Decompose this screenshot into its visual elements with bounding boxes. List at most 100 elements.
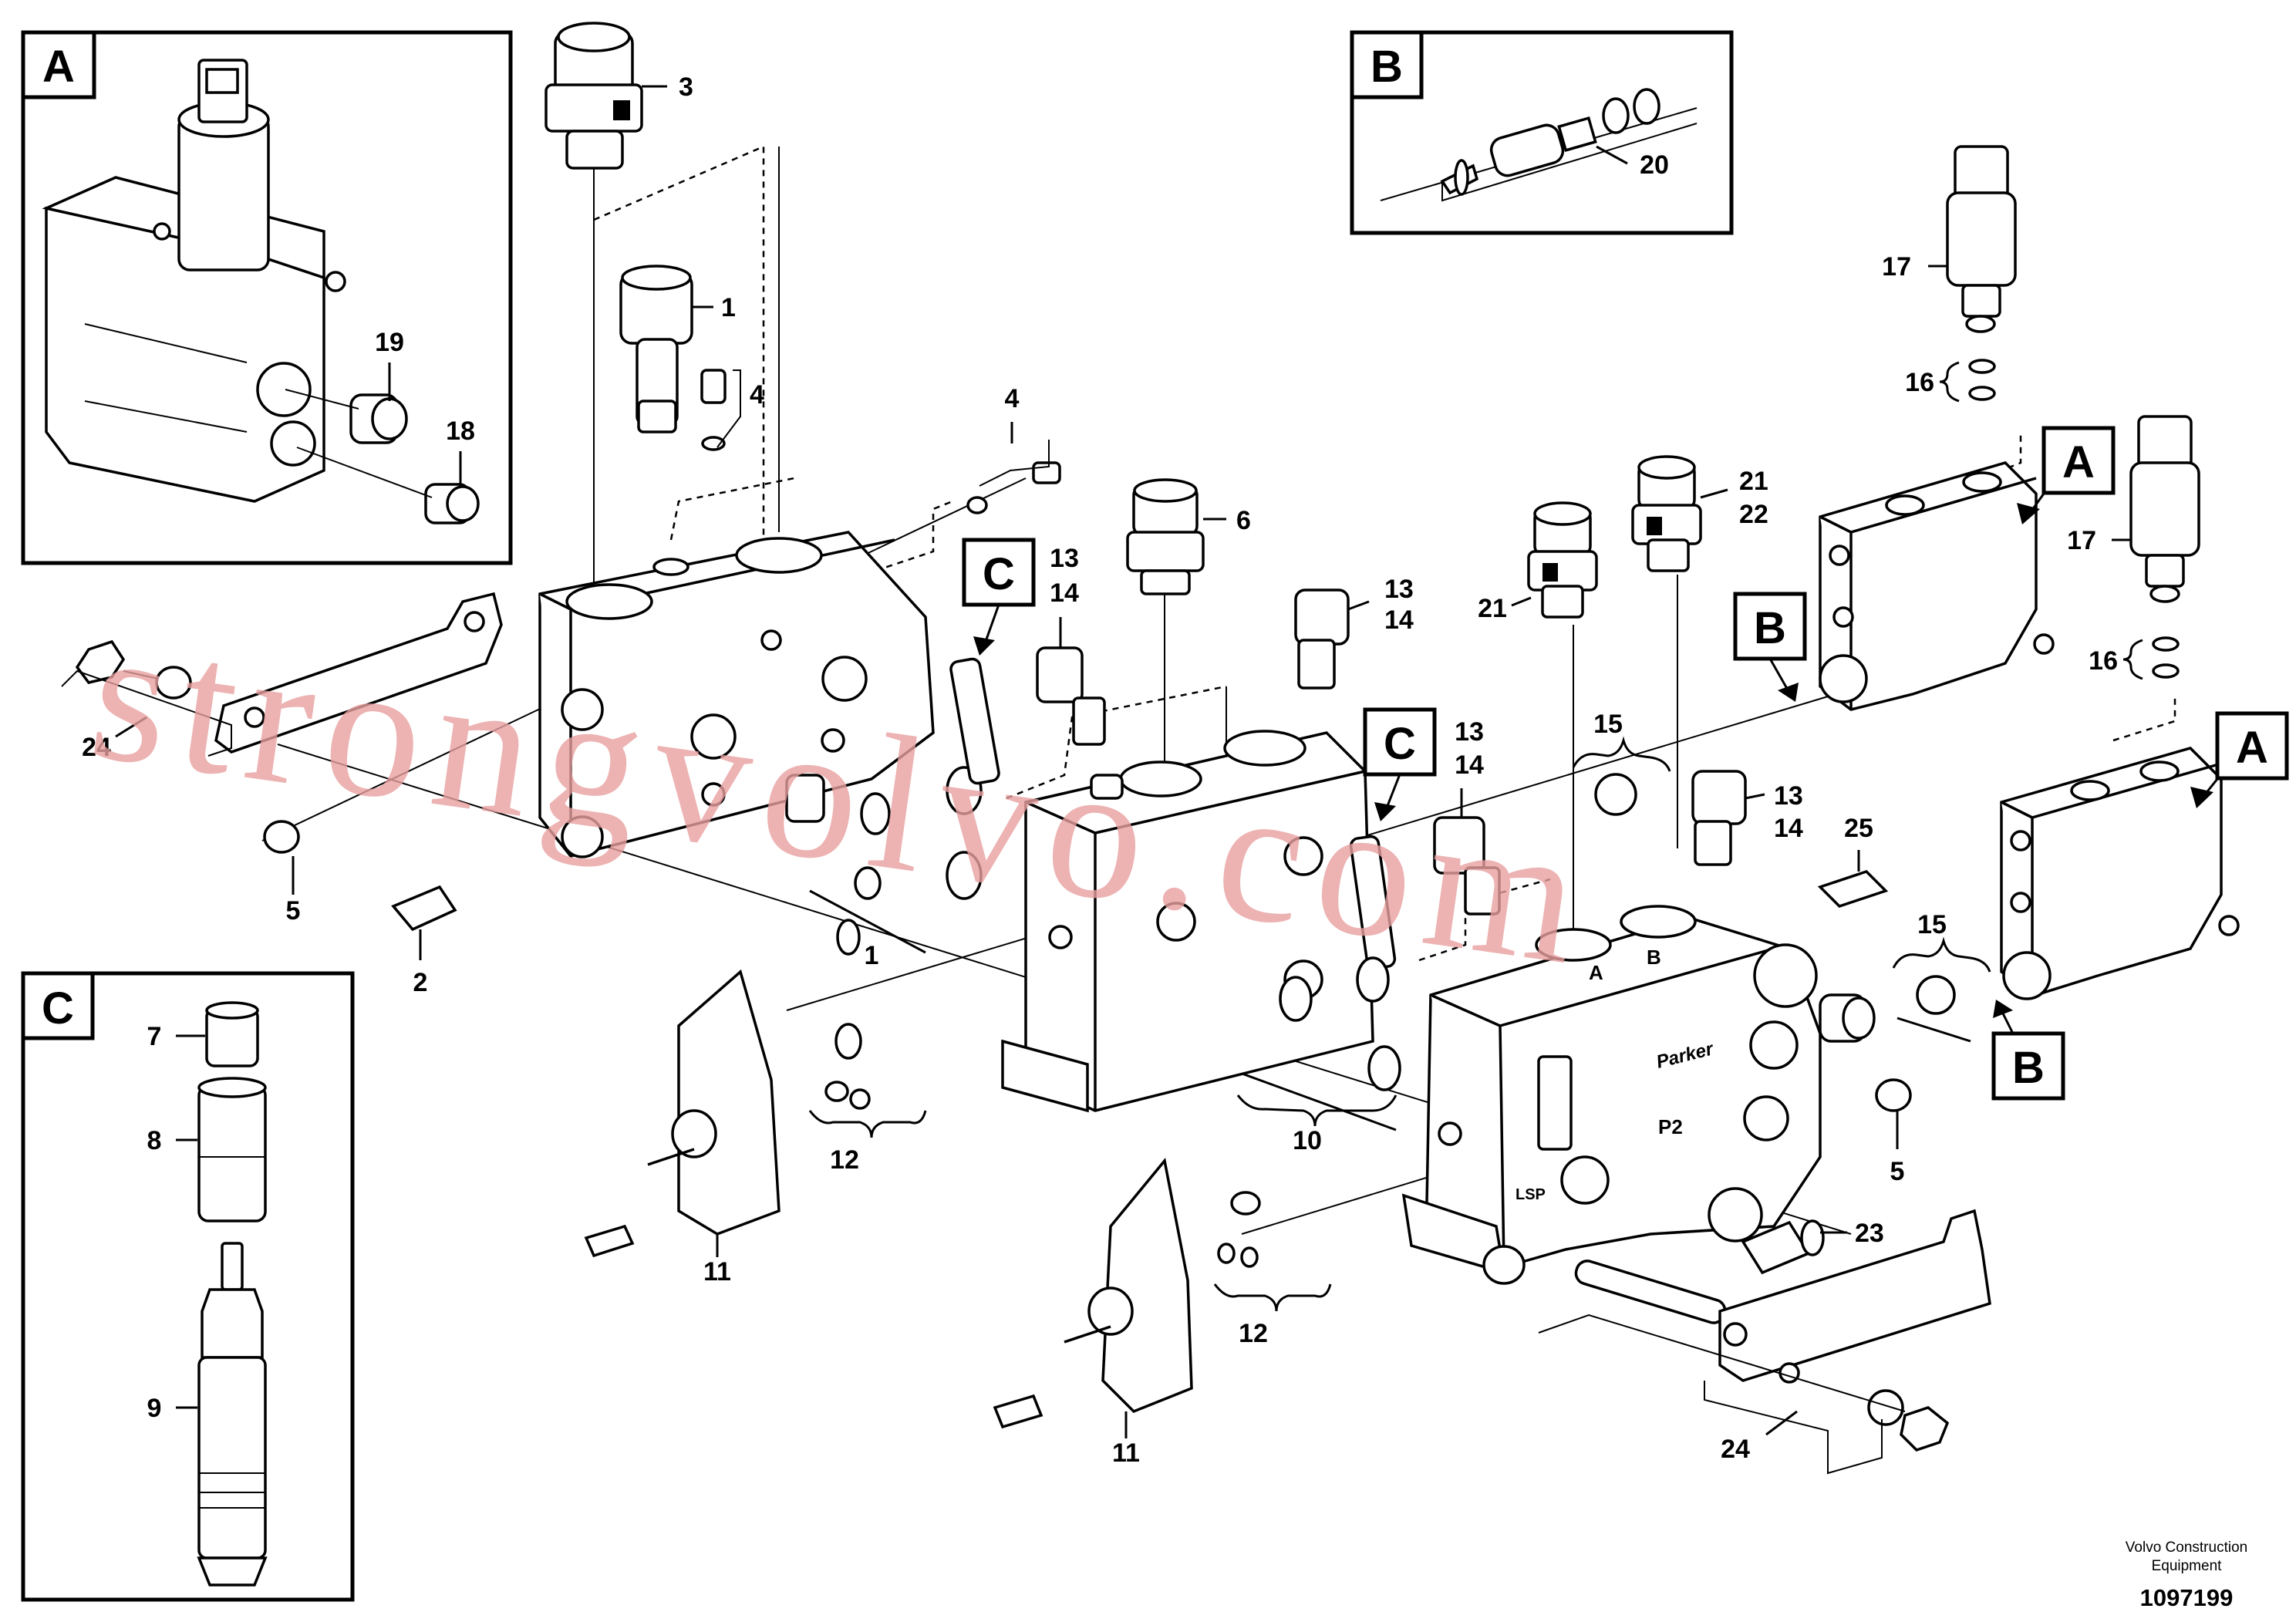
part-16-o-rings-upper <box>1939 359 1996 403</box>
inset-c-part-8-sleeve <box>176 1077 267 1222</box>
o-rings-set-middle <box>1217 835 1401 1268</box>
part-24-mounting-bracket-right <box>1538 1209 1991 1475</box>
part-6-plug <box>1126 478 1226 595</box>
label-3: 3 <box>679 73 693 102</box>
label-5-right: 5 <box>1890 1157 1905 1186</box>
part-15-o-ring-middle <box>1572 736 1671 816</box>
inset-c-part-9-spool <box>176 1242 268 1587</box>
part-17-solenoid-lower <box>2112 415 2200 603</box>
callout-a-upper-letter: A <box>2062 437 2095 487</box>
port-b-marking: B <box>1647 946 1661 969</box>
brace-10 <box>809 889 1397 1131</box>
label-12-left: 12 <box>830 1145 859 1175</box>
part-13-14-relief-upper-right <box>1294 588 1370 690</box>
label-15-right: 15 <box>1917 910 1947 939</box>
inset-a-solenoid-valve-drawing <box>42 59 346 503</box>
inset-b-check-valve-drawing <box>1380 88 1698 202</box>
label-17-lower: 17 <box>2067 526 2096 555</box>
label-17-upper: 17 <box>1882 252 1911 282</box>
callout-c-1 <box>962 538 1036 656</box>
part-25-fitting <box>1817 850 1889 909</box>
label-13-a: 13 <box>1050 544 1079 573</box>
inset-c-part-7-cap <box>176 1001 259 1067</box>
label-14-a: 14 <box>1050 578 1079 608</box>
part-5-plug-left <box>263 820 300 895</box>
label-14-c: 14 <box>1455 750 1484 780</box>
callout-a-upper <box>2017 426 2116 524</box>
label-10: 10 <box>1293 1126 1322 1155</box>
label-16-lower: 16 <box>2089 646 2118 676</box>
label-11-left: 11 <box>703 1257 731 1286</box>
label-7: 7 <box>147 1022 162 1051</box>
label-12-right: 12 <box>1239 1319 1268 1348</box>
inset-a: A 19 18 <box>21 30 513 565</box>
label-13-b: 13 <box>1384 575 1414 604</box>
label-11-right: 11 <box>1112 1438 1140 1468</box>
callout-a-lower <box>2190 711 2289 808</box>
part-24-mounting-bracket-left <box>61 592 503 757</box>
label-14-b: 14 <box>1384 605 1414 635</box>
label-24-left: 24 <box>82 733 111 762</box>
callout-b-lower <box>1991 1000 2065 1101</box>
part-15-o-ring-right <box>1892 936 1991 1043</box>
label-13-c: 13 <box>1455 717 1484 747</box>
valve-end-section-upper <box>1819 461 2055 711</box>
part-11-lever-right <box>993 1158 1193 1438</box>
label-25: 25 <box>1844 814 1873 843</box>
inset-a-letter: A <box>42 42 75 92</box>
part-11-lever-left <box>584 969 781 1258</box>
inset-b-letter: B <box>1371 42 1403 92</box>
label-15-middle: 15 <box>1593 710 1623 739</box>
label-1-lower: 1 <box>865 941 879 970</box>
callout-b-upper-letter: B <box>1754 603 1786 653</box>
part-4-screw-upper <box>700 369 741 451</box>
brace-12-right <box>1213 1283 1332 1312</box>
label-1-upper: 1 <box>721 293 736 322</box>
footer-company-line2: Equipment <box>2152 1558 2223 1574</box>
footer-drawing-number: 1097199 <box>2140 1584 2234 1611</box>
label-4-upper: 4 <box>750 380 764 410</box>
part-3-plug <box>544 22 667 170</box>
callout-c-1-letter: C <box>983 549 1015 599</box>
inset-c: C 7 8 9 <box>21 971 355 1602</box>
part-21-plug-left <box>1511 501 1598 619</box>
part-21-22-plug-right <box>1631 455 1728 572</box>
part-17-solenoid-upper <box>1928 145 2017 333</box>
label-8: 8 <box>147 1126 162 1155</box>
brace-12-left <box>808 1110 927 1138</box>
inset-c-letter: C <box>42 983 74 1034</box>
label-2: 2 <box>413 968 428 997</box>
port-p2-marking: P2 <box>1658 1115 1683 1138</box>
part-1-relief-valve <box>619 265 713 433</box>
inset-b: B 20 <box>1350 30 1734 235</box>
label-20: 20 <box>1640 150 1669 180</box>
label-14-d: 14 <box>1774 814 1803 843</box>
inset-a-part-18-plug <box>296 447 480 524</box>
valve-end-section-lower <box>2000 747 2240 1000</box>
callout-c-2-letter: C <box>1384 719 1416 769</box>
plug-near-parker-block <box>1819 993 1876 1043</box>
part-13-14-relief-lower-right <box>1691 770 1765 866</box>
part-23-fitting <box>1741 1219 1847 1275</box>
label-5-left: 5 <box>286 896 301 926</box>
label-9: 9 <box>147 1394 162 1423</box>
label-24-right: 24 <box>1721 1435 1750 1464</box>
label-16-upper: 16 <box>1905 368 1934 397</box>
part-2-fitting <box>391 885 457 960</box>
label-13-d: 13 <box>1774 781 1803 811</box>
callout-a-lower-letter: A <box>2236 723 2268 773</box>
label-23: 23 <box>1855 1219 1884 1248</box>
label-22: 22 <box>1739 500 1768 529</box>
label-21-left: 21 <box>1478 594 1507 623</box>
inset-a-part-19-plug <box>285 363 408 444</box>
label-19: 19 <box>375 328 404 357</box>
label-6: 6 <box>1236 506 1251 535</box>
callout-c-2 <box>1363 707 1437 821</box>
port-lsp-marking: LSP <box>1515 1186 1546 1203</box>
footer-company-line1: Volvo Construction <box>2126 1539 2247 1556</box>
valve-section-1-block <box>538 531 935 858</box>
part-13-14-relief-lower-left <box>1433 788 1501 916</box>
label-4-lower: 4 <box>1005 384 1020 413</box>
part-5-plug-right <box>1875 1078 1912 1149</box>
valve-section-3-parker-block <box>1401 905 1822 1285</box>
